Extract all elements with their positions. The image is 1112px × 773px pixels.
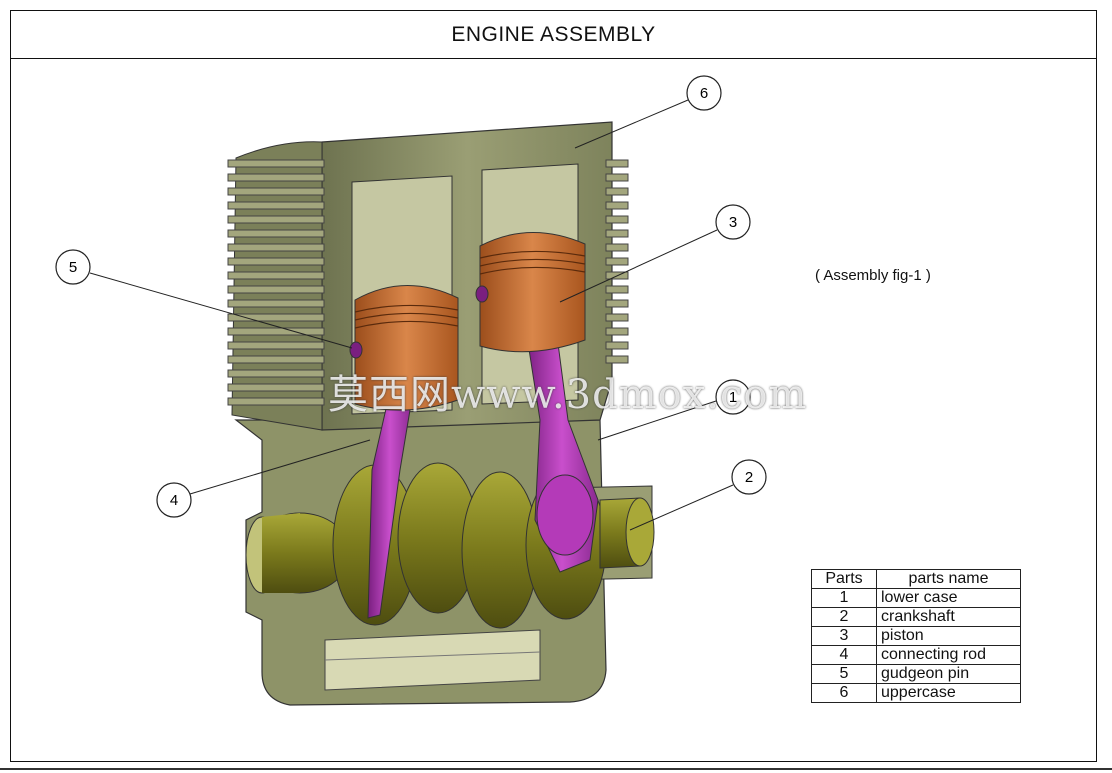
watermark: 莫西网www.3dmox.com [328, 372, 808, 418]
part-number: 5 [811, 664, 877, 684]
leader-lines [89, 99, 734, 531]
callout-4: 4 [156, 482, 192, 518]
part-name: gudgeon pin [876, 664, 1021, 684]
table-row: 5 gudgeon pin [811, 664, 1021, 684]
part-number: 2 [811, 607, 877, 627]
part-name: piston [876, 626, 1021, 646]
column-header-parts-name: parts name [876, 569, 1021, 589]
column-header-parts: Parts [811, 569, 877, 589]
title-block: ENGINE ASSEMBLY [11, 11, 1096, 59]
drawing-title: ENGINE ASSEMBLY [451, 22, 656, 46]
part-number: 6 [811, 683, 877, 703]
callout-3: 3 [715, 204, 751, 240]
bottom-border [0, 768, 1112, 770]
part-number: 4 [811, 645, 877, 665]
part-name: uppercase [876, 683, 1021, 703]
callout-6: 6 [686, 75, 722, 111]
figure-caption: ( Assembly fig-1 ) [815, 267, 931, 284]
callout-2-label: 2 [745, 469, 753, 486]
part-number: 1 [811, 588, 877, 608]
gudgeon-pin [349, 285, 489, 359]
part-name: connecting rod [876, 645, 1021, 665]
callout-5: 5 [55, 249, 91, 285]
callout-1-label: 1 [729, 389, 737, 406]
table-header-row: Parts parts name [811, 569, 1021, 589]
part-name: lower case [876, 588, 1021, 608]
callout-1: 1 [715, 379, 751, 415]
table-row: 1 lower case [811, 588, 1021, 608]
callout-3-label: 3 [729, 214, 737, 231]
cooling-fins [227, 159, 629, 406]
table-row: 6 uppercase [811, 683, 1021, 703]
callout-4-label: 4 [170, 492, 178, 509]
part-name: crankshaft [876, 607, 1021, 627]
part-number: 3 [811, 626, 877, 646]
callout-6-label: 6 [700, 85, 708, 102]
connecting-rod [367, 327, 599, 619]
callout-5-label: 5 [69, 259, 77, 276]
parts-list-table: Parts parts name 1 lower case 2 cranksha… [811, 569, 1021, 703]
piston [354, 232, 586, 411]
table-row: 2 crankshaft [811, 607, 1021, 627]
callout-2: 2 [731, 459, 767, 495]
table-row: 4 connecting rod [811, 645, 1021, 665]
table-row: 3 piston [811, 626, 1021, 646]
